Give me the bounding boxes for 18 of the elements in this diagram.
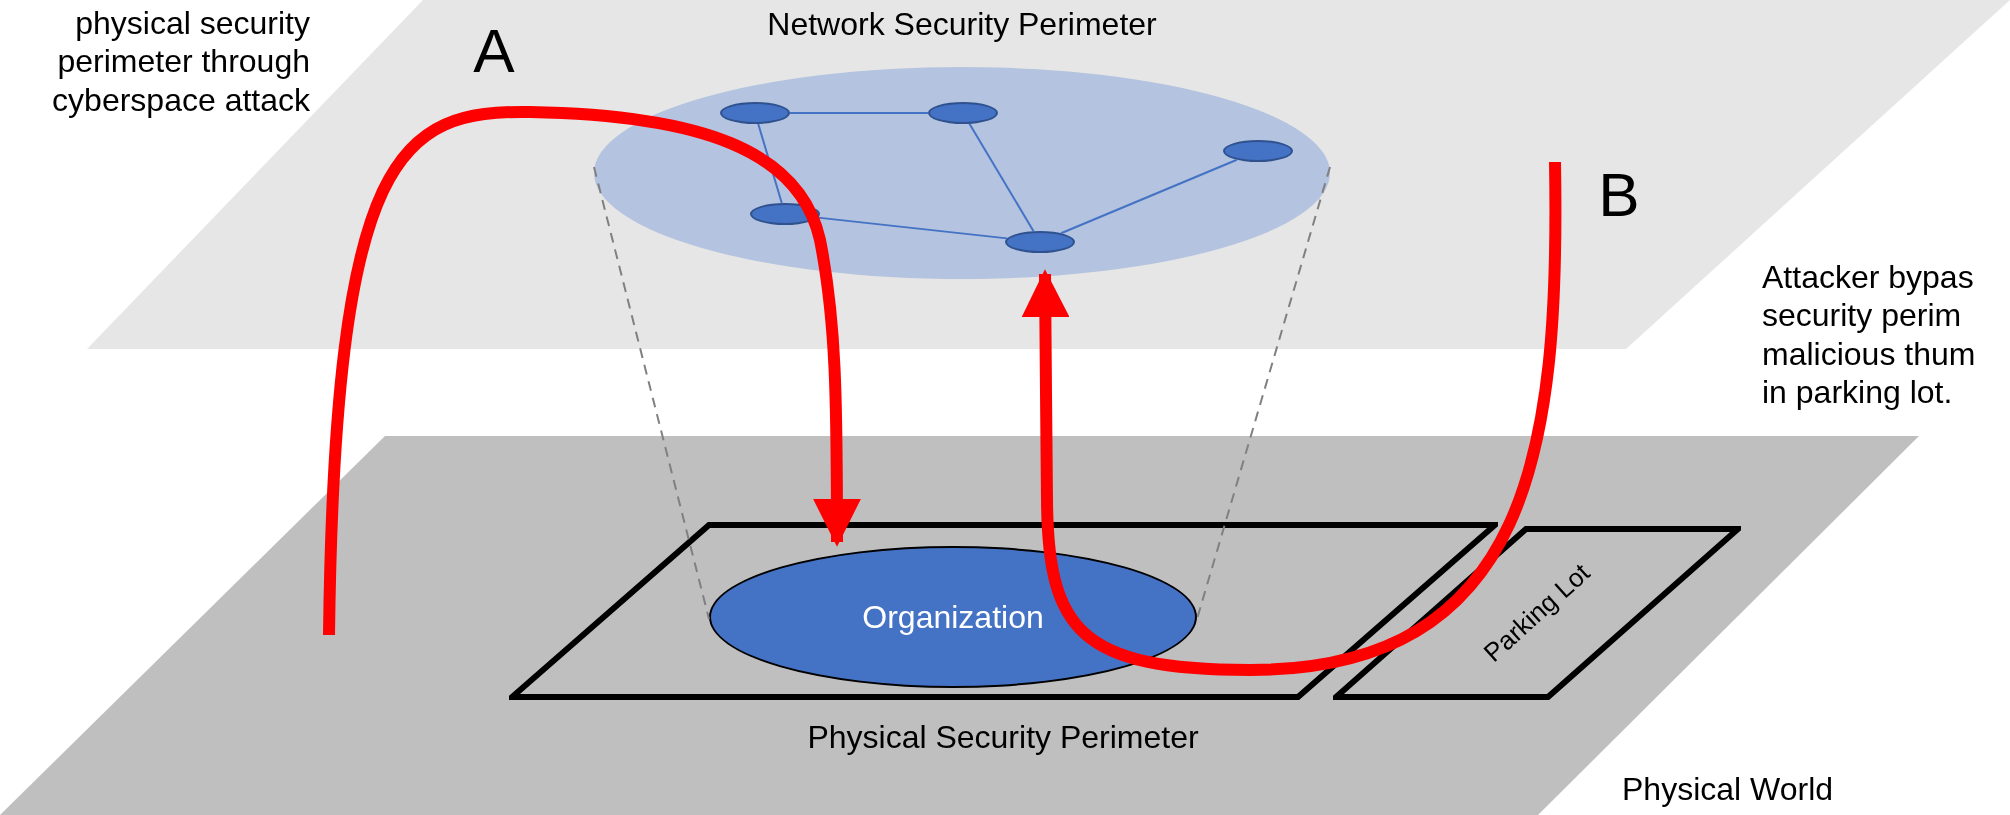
- edge-label: A: [473, 20, 515, 82]
- node-label: Organization: [862, 597, 1044, 637]
- perimeter-title: Physical Security Perimeter: [807, 718, 1199, 757]
- parking-lot-outline: [1333, 526, 1741, 700]
- host-node: [1005, 231, 1075, 253]
- network-link: [817, 216, 1008, 240]
- annotation-text: physical security perimeter through cyberspace attack: [51, 4, 310, 120]
- edge-label: B: [1598, 164, 1640, 226]
- perimeter-title: Network Security Perimeter: [767, 5, 1157, 44]
- network-link: [789, 112, 929, 114]
- projection-line: [1196, 166, 1331, 620]
- projection-line: [593, 166, 710, 620]
- attack-arrow: [323, 106, 861, 636]
- attack-arrow: [1021, 161, 1562, 676]
- network-link: [1060, 158, 1238, 235]
- annotation-text: Attacker bypas security perim malicious thum in parking lot.: [1762, 258, 1977, 412]
- plane-label: Physical World: [1622, 770, 1835, 809]
- network-link: [968, 122, 1035, 233]
